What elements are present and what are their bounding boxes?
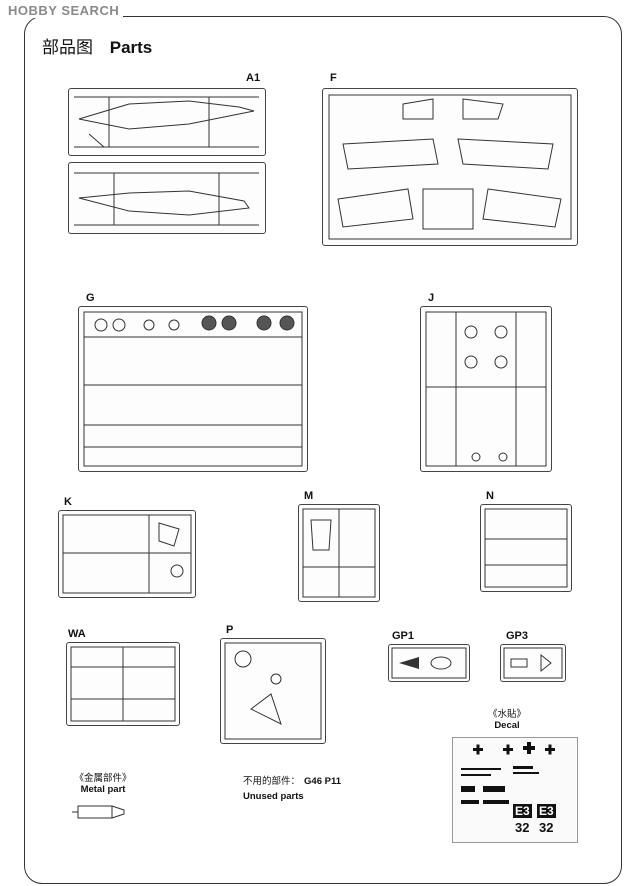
sprue-label-k: K	[64, 496, 72, 508]
page-title: 部品图 Parts	[42, 33, 152, 58]
decal-sheet: E3 E3 32 32	[452, 737, 578, 843]
sprue-label-wa: WA	[68, 628, 86, 640]
sprue-k-drawing	[62, 514, 192, 594]
sprue-m	[298, 504, 380, 602]
decal-code-2: E3	[537, 804, 556, 818]
unused-label-zh: 不用的部件：	[243, 776, 301, 787]
sprue-j	[420, 306, 552, 472]
sprue-n-drawing	[484, 508, 568, 588]
sprue-label-a1: A1	[246, 72, 261, 84]
sprue-gp3-drawing	[503, 647, 563, 679]
sprue-gp1	[388, 644, 470, 682]
unused-parts-value: G46 P11	[304, 776, 341, 787]
metal-part-label-zh: 《金属部件》	[74, 773, 132, 784]
page-frame	[24, 16, 622, 884]
sprue-a2-drawing	[74, 172, 259, 226]
unused-parts: 不用的部件：G46 P11 Unused parts	[243, 773, 341, 802]
sprue-label-j: J	[428, 292, 435, 304]
sprue-a1-drawing	[74, 96, 259, 148]
sprue-label-m: M	[304, 490, 314, 502]
metal-part-label-en: Metal part	[80, 784, 126, 795]
sprue-g	[78, 306, 308, 472]
decal-number-2: 32	[539, 820, 554, 835]
metal-part-caption: 《金属部件》 Metal part	[60, 770, 146, 795]
watermark: HOBBY SEARCH	[4, 3, 124, 18]
sprue-gp3	[500, 644, 566, 682]
sprue-a1	[68, 88, 266, 156]
sprue-g-drawing	[83, 311, 303, 467]
sprue-p	[220, 638, 326, 744]
title-en: Parts	[109, 38, 153, 57]
decal-caption: 《水貼》 Decal	[472, 706, 542, 731]
sprue-label-f: F	[330, 72, 337, 84]
sprue-f-drawing	[328, 94, 572, 240]
sprue-label-gp1: GP1	[392, 630, 415, 642]
unused-label-en: Unused parts	[243, 791, 304, 802]
sprue-wa	[66, 642, 180, 726]
decal-label-zh: 《水貼》	[487, 709, 526, 720]
sprue-k	[58, 510, 196, 598]
sprue-label-gp3: GP3	[506, 630, 529, 642]
sprue-gp1-drawing	[391, 647, 467, 679]
sprue-m-drawing	[302, 508, 376, 598]
sprue-label-p: P	[226, 624, 234, 636]
sprue-f	[322, 88, 578, 246]
sprue-label-g: G	[86, 292, 95, 304]
title-zh: 部品图	[42, 38, 93, 58]
decal-code-1: E3	[513, 804, 532, 818]
sprue-j-drawing	[425, 311, 547, 467]
decal-number-1: 32	[515, 820, 530, 835]
sprue-p-drawing	[224, 642, 322, 740]
sprue-n	[480, 504, 572, 592]
sprue-wa-drawing	[70, 646, 176, 722]
sprue-a2	[68, 162, 266, 234]
sprue-label-n: N	[486, 490, 494, 502]
decal-label-en: Decal	[494, 720, 520, 731]
decal-markings	[461, 742, 555, 804]
metal-part-drawing	[72, 805, 125, 819]
